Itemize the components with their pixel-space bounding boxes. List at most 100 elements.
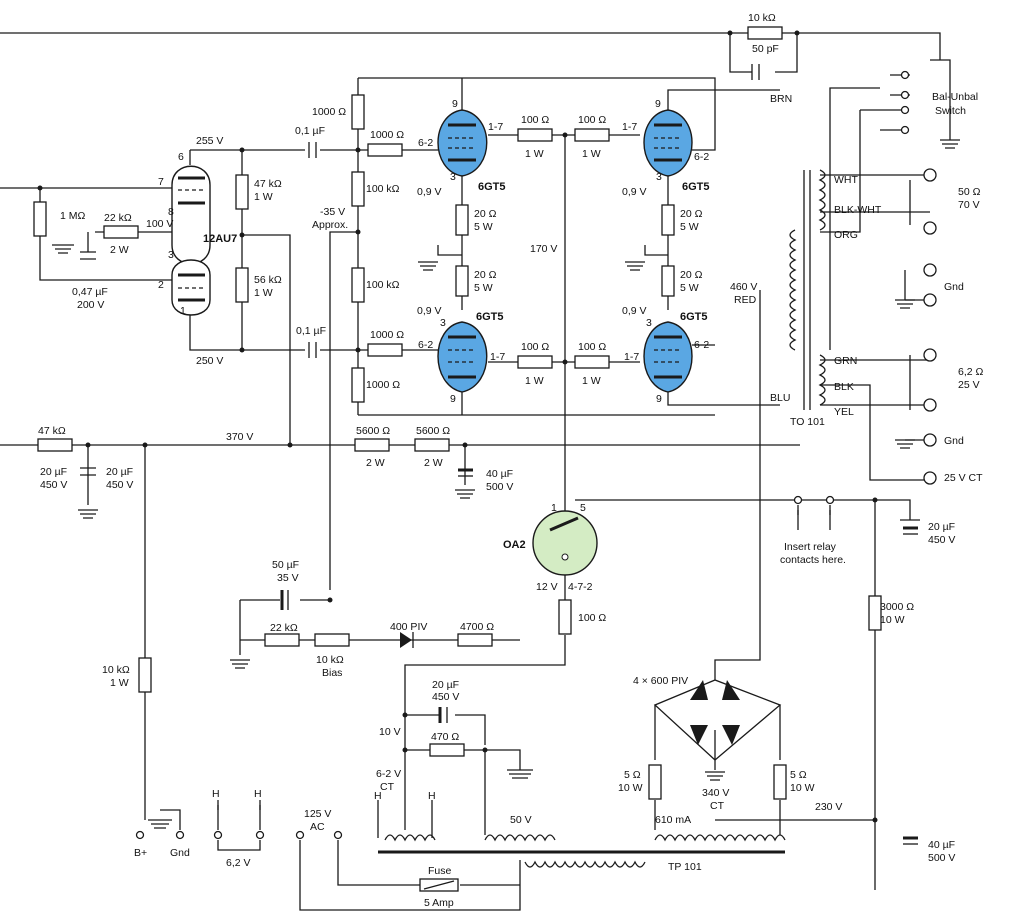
label-pin7: 7	[158, 176, 164, 188]
label-pin5-oa2: 5	[580, 502, 586, 514]
label-w2-c: 2 W	[424, 457, 443, 469]
label-r4700: 4700 Ω	[460, 621, 494, 633]
label-c01-bottom: 0,1 µF	[296, 325, 326, 337]
label-org: ORG	[834, 229, 858, 241]
label-tube-6gt5-d: 6GT5	[680, 311, 708, 323]
label-r3000: 3000 Ω	[880, 601, 914, 613]
label-c20u-d: 20 µF	[432, 679, 459, 691]
label-r1000-top: 1000 Ω	[312, 106, 346, 118]
label-pin9-c: 9	[450, 393, 456, 405]
resistor-5-left	[648, 764, 662, 800]
labels: 10 kΩ 50 pF BRN Bal-Unbal Switch 255 V 1…	[38, 12, 984, 909]
label-w5-a: 5 W	[474, 221, 493, 233]
resistor-4700	[457, 633, 493, 647]
label-gnd-b: Gnd	[944, 435, 964, 447]
label-h-c: H	[374, 790, 382, 802]
label-pin17-b: 1-7	[622, 121, 637, 133]
resistor-100-oa2	[558, 599, 572, 635]
label-v450-d: 450 V	[432, 691, 459, 703]
label-v70: 70 V	[958, 199, 980, 211]
label-610ma: 610 mA	[655, 814, 691, 826]
label-r1000-series-top: 1000 Ω	[370, 129, 404, 141]
label-pin62-d: 6-2	[694, 339, 709, 351]
label-bias: Bias	[322, 667, 342, 679]
label-5amp: 5 Amp	[424, 897, 454, 909]
resistors	[33, 26, 882, 892]
label-v500-a: 500 V	[486, 481, 513, 493]
label-v25: 25 V	[958, 379, 980, 391]
label-gnd-c: Gnd	[170, 847, 190, 859]
label-pin8: 8	[168, 206, 174, 218]
label-w5-b: 5 W	[474, 282, 493, 294]
label-switch: Switch	[935, 105, 966, 117]
resistor-1000-series-top	[367, 143, 403, 157]
label-c047: 0,47 µF	[72, 286, 108, 298]
capacitors	[80, 64, 918, 845]
label-grn: GRN	[834, 355, 857, 367]
output-transformer	[789, 169, 826, 410]
label-tp101: TP 101	[668, 861, 702, 873]
ground-symbols	[52, 139, 960, 829]
label-r100-b: 100 Ω	[578, 114, 606, 126]
label-r20-c: 20 Ω	[680, 208, 703, 220]
label-r10k-feedback: 10 kΩ	[748, 12, 776, 24]
resistor-470	[429, 743, 465, 757]
label-pin62-b: 6-2	[694, 151, 709, 163]
label-r47k-supply: 47 kΩ	[38, 425, 66, 437]
label-w10-a: 10 W	[880, 614, 905, 626]
label-100v: 100 V	[146, 218, 173, 230]
label-w1-d: 1 W	[254, 287, 273, 299]
label-ct-a: CT	[710, 800, 725, 812]
label-insert1: Insert relay	[784, 541, 837, 553]
label-wht: WHT	[834, 174, 858, 186]
label-c50p: 50 pF	[752, 43, 779, 55]
label-fuse: Fuse	[428, 865, 452, 877]
label-pin62-a: 6-2	[418, 137, 433, 149]
label-tube-6gt5-b: 6GT5	[682, 181, 710, 193]
label-pin1-oa2: 1	[551, 502, 557, 514]
label-r100-c: 100 Ω	[521, 341, 549, 353]
tube-6gt5-bottom-left	[437, 321, 488, 393]
label-w5-d: 5 W	[680, 282, 699, 294]
label-w10-c: 10 W	[790, 782, 815, 794]
label-170v: 170 V	[530, 243, 557, 255]
tube-6gt5-top-left	[437, 109, 488, 177]
label-to101: TO 101	[790, 416, 825, 428]
label-340v: 340 V	[702, 787, 729, 799]
resistor-20-b	[455, 265, 469, 297]
label-400piv: 400 PIV	[390, 621, 427, 633]
label-brn: BRN	[770, 93, 792, 105]
label-r10k-pot: 10 kΩ	[316, 654, 344, 666]
resistor-5600-b	[414, 438, 450, 452]
label-h-b: H	[254, 788, 262, 800]
label-r22k-bias: 22 kΩ	[270, 622, 298, 634]
heater-arrows	[217, 505, 831, 838]
label-tube-oa2: OA2	[503, 539, 526, 551]
label-v450-b: 450 V	[106, 479, 133, 491]
bias-potentiometer	[314, 633, 350, 647]
label-r1000-series-bottom: 1000 Ω	[370, 329, 404, 341]
resistor-1000-grid-top	[351, 94, 365, 130]
resistor-100k-bottom	[351, 267, 365, 303]
tube-12au7	[171, 165, 211, 316]
resistor-22k-cathode	[103, 225, 139, 239]
resistor-10k-feedback	[747, 26, 783, 40]
label-r100k-top: 100 kΩ	[366, 183, 400, 195]
label-25vct: 25 V CT	[944, 472, 983, 484]
output-tubes	[437, 109, 693, 393]
label-gnd-a: Gnd	[944, 281, 964, 293]
label-pin3-a: 3	[450, 171, 456, 183]
label-r5600-b: 5600 Ω	[416, 425, 450, 437]
label-pin472: 4-7-2	[568, 581, 593, 593]
label-w1-b: 1 W	[582, 148, 601, 160]
label-blkwht: BLK-WHT	[834, 204, 882, 216]
label-r10k-bleeder: 10 kΩ	[102, 664, 130, 676]
resistor-1000-grid-bottom	[351, 367, 365, 403]
label-pin6: 6	[178, 151, 184, 163]
label-ohm50: 50 Ω	[958, 186, 981, 198]
diodes	[400, 632, 782, 761]
label-c20u-a: 20 µF	[40, 466, 67, 478]
label-r20-b: 20 Ω	[474, 269, 497, 281]
resistor-1000-series-bottom	[367, 343, 403, 357]
label-pin17-c: 1-7	[490, 351, 505, 363]
